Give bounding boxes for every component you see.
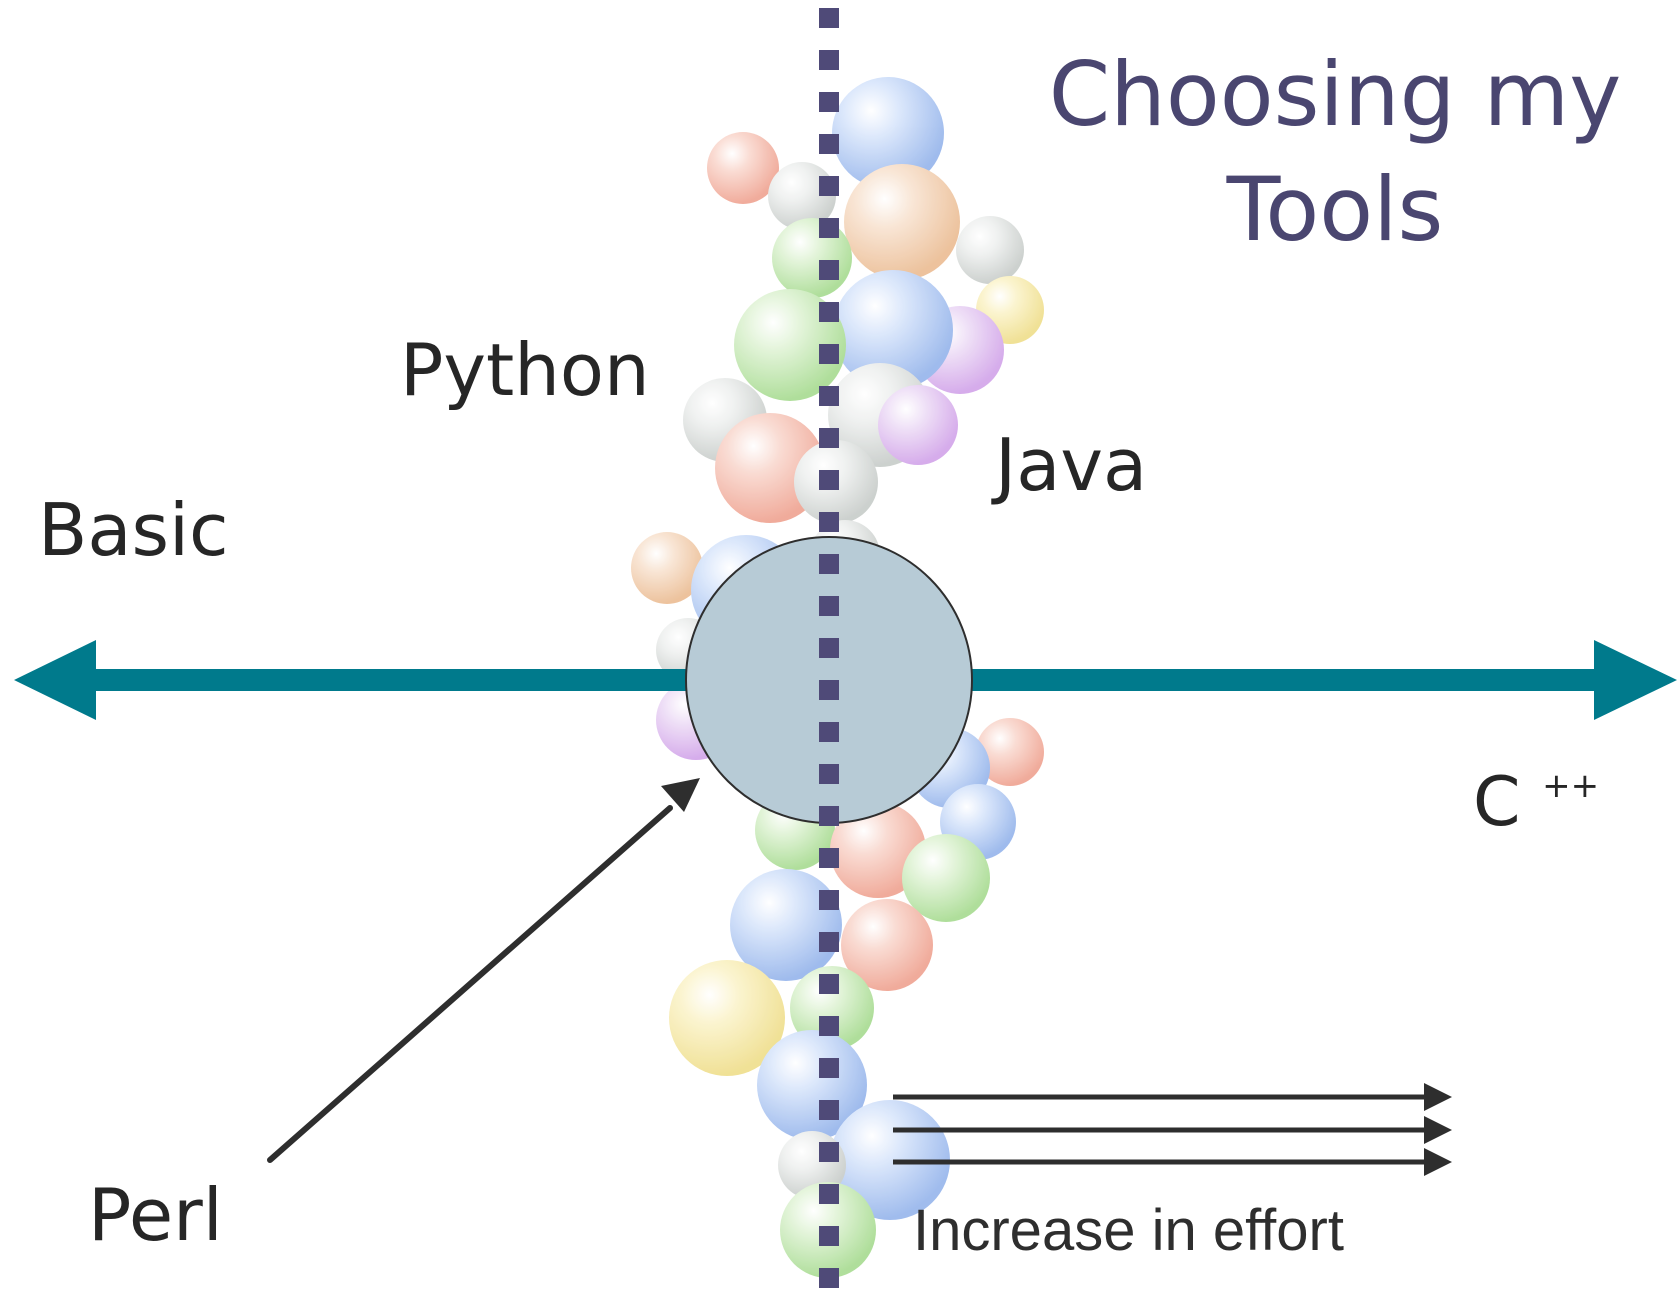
effort-arrowhead: [1424, 1148, 1452, 1176]
bubble: [757, 1030, 867, 1140]
bubble: [772, 218, 852, 298]
bubble: [902, 834, 990, 922]
label-cpp-superscript: ++: [1542, 766, 1599, 806]
label-perl: Perl: [88, 1173, 223, 1257]
slide-title-line-2: Tools: [1226, 158, 1444, 261]
bubble: [734, 289, 846, 401]
effort-label: Increase in effort: [913, 1198, 1344, 1263]
bubble: [878, 385, 958, 465]
effort-arrowhead: [1424, 1116, 1452, 1144]
label-python: Python: [400, 328, 650, 412]
effort-arrowhead: [1424, 1083, 1452, 1111]
axis-right-arrowhead: [1594, 640, 1677, 720]
bubble: [730, 869, 842, 981]
bubble: [844, 164, 960, 280]
bubble: [956, 216, 1024, 284]
bubble: [631, 532, 703, 604]
bubble: [976, 718, 1044, 786]
bubble: [669, 960, 785, 1076]
bubble: [841, 899, 933, 991]
label-basic: Basic: [38, 488, 229, 572]
axis-left-arrowhead: [14, 640, 96, 720]
bubble: [833, 270, 953, 390]
bubble: [790, 966, 874, 1050]
perl-pointer-shaft: [267, 805, 673, 1163]
slide-title-line-1: Choosing my: [1049, 43, 1622, 146]
bubble: [832, 77, 944, 189]
label-cpp: C ++: [1473, 763, 1599, 842]
perl-pointer: [267, 778, 700, 1163]
label-java: Java: [991, 423, 1147, 507]
perl-pointer-arrowhead: [661, 778, 700, 812]
bubble: [830, 802, 926, 898]
effort-arrows: [893, 1083, 1452, 1176]
bubble: [707, 132, 779, 204]
label-cpp-base: C: [1473, 763, 1520, 842]
